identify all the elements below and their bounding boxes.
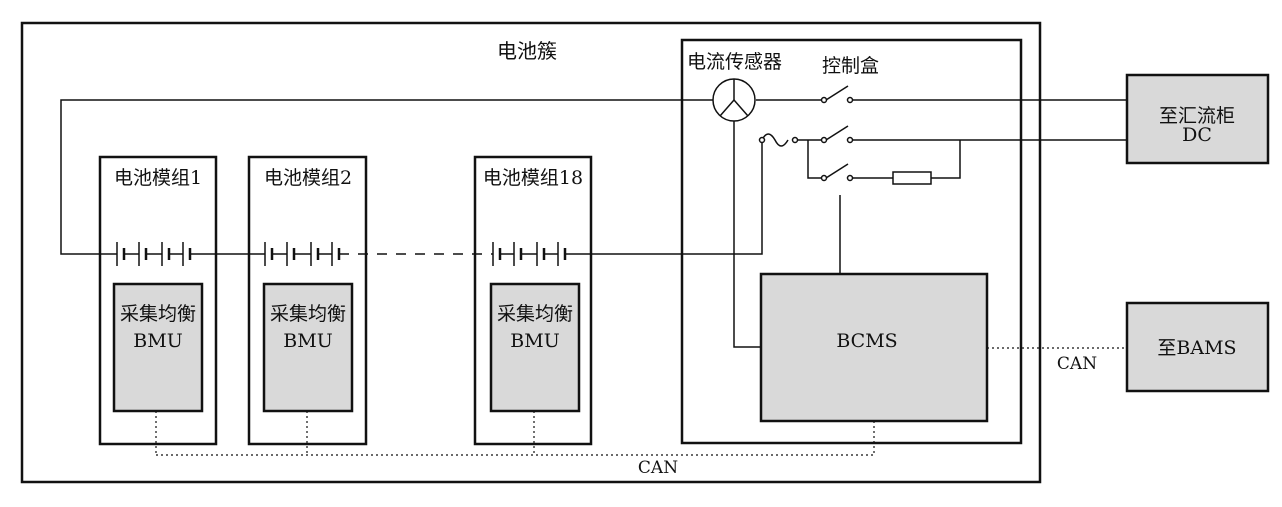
module-2-title: 电池模组2 [263, 167, 353, 189]
wire-m18-fuse [565, 140, 763, 255]
control-box-frame [680, 38, 1023, 445]
cluster-frame [20, 21, 1042, 484]
bmu-1-line2: BMU [133, 330, 183, 352]
bmu-18-line1: 采集均衡 [496, 303, 574, 325]
switches [820, 85, 854, 182]
dc-cabinet-box [1125, 73, 1270, 165]
dc-cabinet-line1: 至汇流柜 [1158, 105, 1236, 127]
precharge-branch-right [931, 140, 961, 179]
control-box-label: 控制盒 [822, 55, 880, 77]
bams-label: 至BAMS [1157, 337, 1237, 359]
bmu-2-box [262, 282, 354, 413]
module-2-frame [247, 155, 368, 446]
bmu-2-line1: 采集均衡 [269, 303, 347, 325]
precharge-branch-left [807, 140, 822, 179]
bmu-2-line2: BMU [283, 330, 333, 352]
current-sensor-symbol [712, 78, 756, 122]
main-loop-wire [60, 99, 713, 255]
current-sensor-label: 电流传感器 [687, 51, 783, 73]
module-1-frame [98, 155, 218, 446]
bmu-1-box [112, 282, 204, 413]
bams-box [1125, 301, 1270, 393]
battery-cells [116, 242, 567, 266]
sensor-signal-line [733, 121, 761, 348]
fuse-symbol [761, 133, 789, 147]
can-external-label: CAN [1056, 354, 1098, 374]
precharge-resistor [892, 171, 932, 185]
can-bus-internal [155, 411, 875, 456]
bmu-18-line2: BMU [510, 330, 560, 352]
cluster-title: 电池簇 [497, 39, 557, 63]
module-18-frame [473, 155, 593, 446]
bcms-label: BCMS [836, 330, 898, 352]
can-internal-label: CAN [637, 458, 679, 478]
module-1-title: 电池模组1 [113, 167, 203, 189]
bmu-1-line1: 采集均衡 [119, 303, 197, 325]
module-18-title: 电池模组18 [482, 167, 584, 189]
bmu-18-box [489, 282, 581, 413]
dc-cabinet-line2: DC [1182, 124, 1212, 146]
